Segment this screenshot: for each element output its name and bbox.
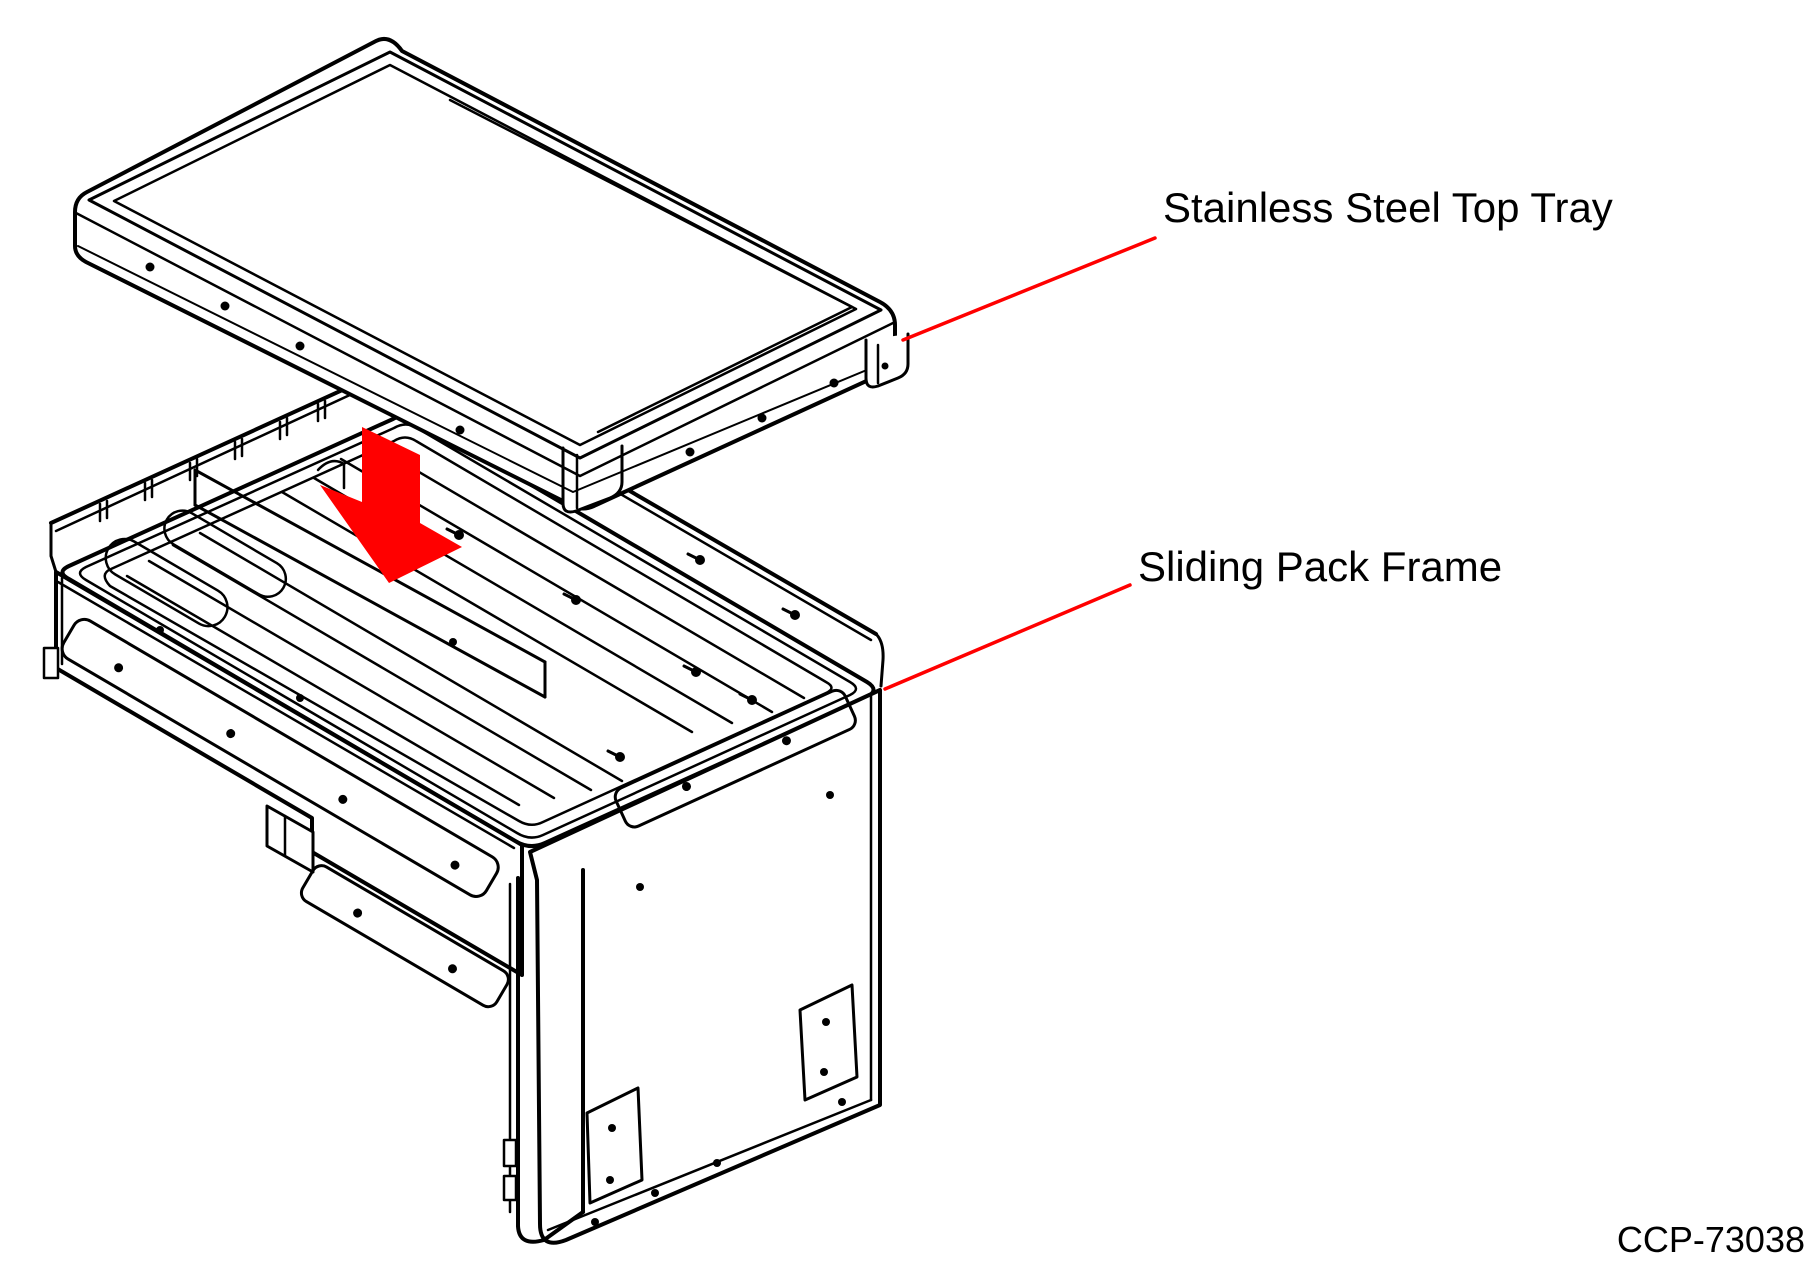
tray-support-block bbox=[561, 444, 624, 514]
tray-skirt-screws bbox=[145, 262, 839, 457]
leader-line-pack-frame bbox=[883, 583, 1132, 691]
label-pack-frame: Sliding Pack Frame bbox=[1138, 543, 1503, 590]
frame-floor-screws bbox=[156, 527, 757, 762]
insert-direction-arrow-icon bbox=[320, 427, 462, 583]
callout-leader-lines bbox=[883, 236, 1157, 691]
tray-corner-lug bbox=[864, 332, 910, 389]
frame-access-plate bbox=[798, 983, 859, 1102]
frame-tall-right-face bbox=[528, 688, 882, 1245]
stainless-steel-top-tray-drawing bbox=[73, 37, 910, 514]
part-number: CCP-73038 bbox=[1616, 1219, 1805, 1260]
frame-divider-wall bbox=[193, 459, 547, 699]
frame-face-holes bbox=[591, 791, 846, 1226]
sliding-pack-frame-drawing bbox=[42, 359, 885, 1245]
tray-outline bbox=[73, 37, 897, 511]
frame-floor-slots bbox=[104, 509, 288, 628]
tray-floor-creases bbox=[448, 98, 854, 434]
frame-corner-post bbox=[502, 868, 585, 1244]
frame-wall-screws bbox=[686, 552, 800, 620]
frame-access-plate bbox=[585, 1086, 644, 1205]
label-top-tray: Stainless Steel Top Tray bbox=[1163, 184, 1613, 231]
leader-line-top-tray bbox=[901, 236, 1157, 342]
frame-front-left-face bbox=[42, 570, 524, 1009]
frame-wall-slats bbox=[98, 399, 327, 523]
